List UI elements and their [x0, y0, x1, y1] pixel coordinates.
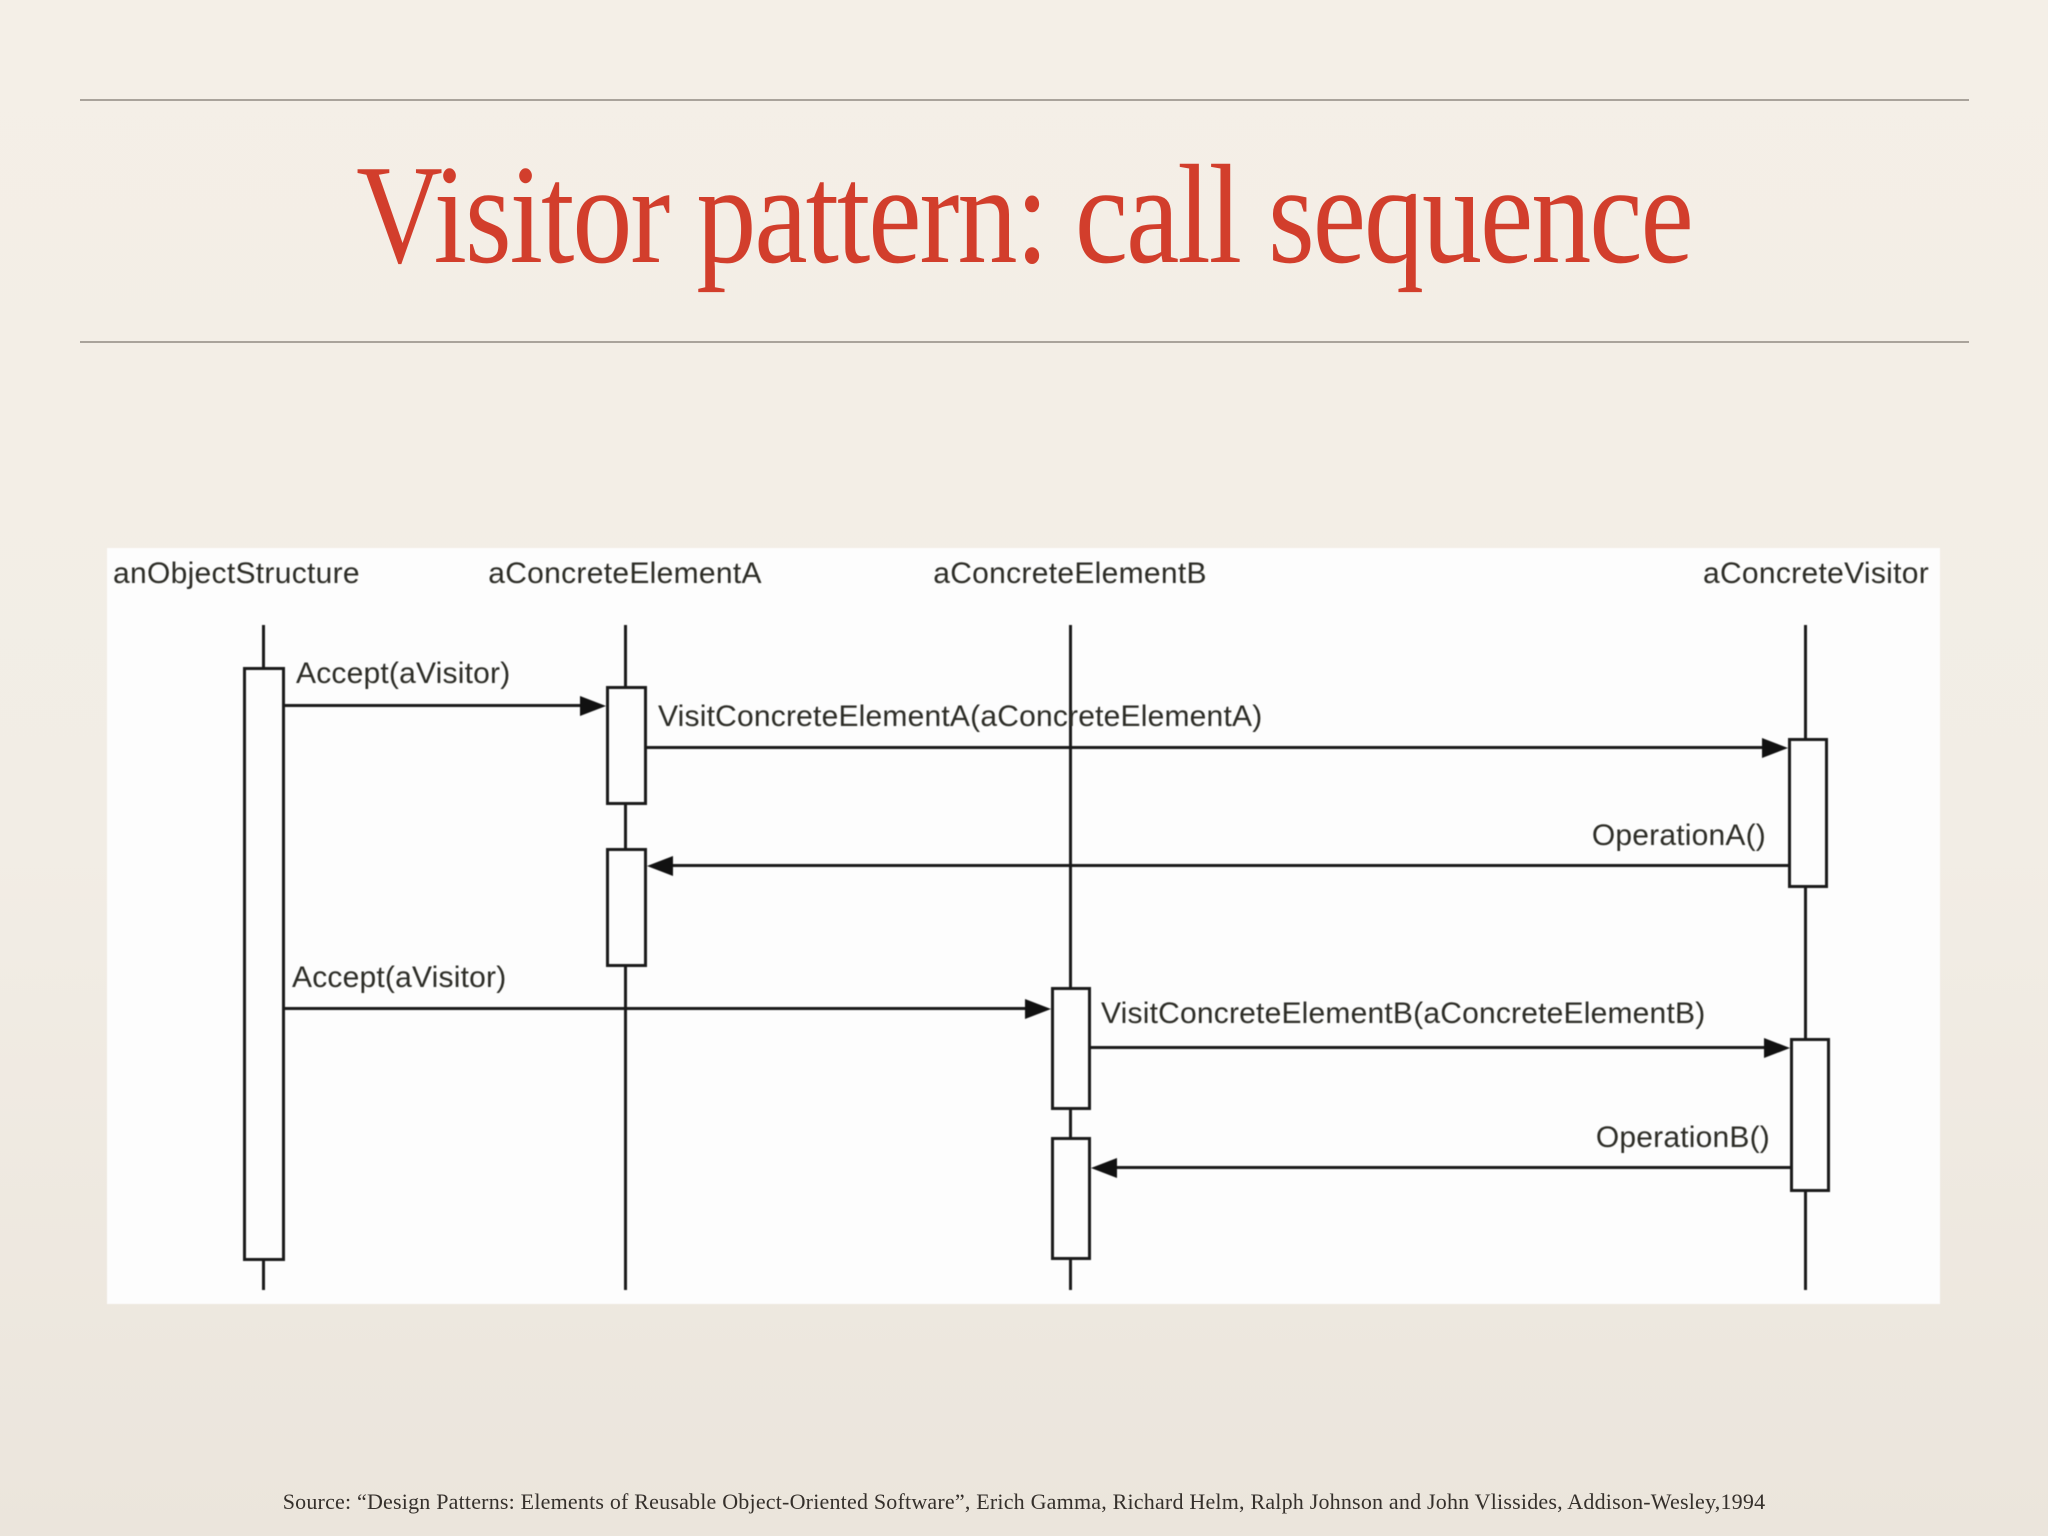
arrowhead-left-icon: [647, 856, 673, 876]
arrowhead-right-icon: [1025, 999, 1051, 1019]
lifeline-visitor: [1804, 625, 1807, 1290]
message-label-visit-element-b: VisitConcreteElementB(aConcreteElementB): [1101, 997, 1706, 1030]
activation-element-b-1: [1051, 987, 1091, 1110]
message-label-operation-b: OperationB(): [1595, 1121, 1770, 1154]
message-label-accept-a: Accept(aVisitor): [296, 657, 511, 690]
message-label-operation-a: OperationA(): [1591, 819, 1766, 852]
top-divider: [80, 99, 1969, 101]
arrowhead-right-icon: [1762, 738, 1788, 758]
activation-visitor-2: [1790, 1038, 1830, 1192]
lifeline-label-visitor: aConcreteVisitor: [1702, 557, 1929, 590]
arrowhead-right-icon: [580, 696, 606, 716]
lifeline-label-object-structure: anObjectStructure: [113, 557, 360, 590]
source-citation: Source: “Design Patterns: Elements of Re…: [282, 1489, 1766, 1514]
lifeline-label-element-b: aConcreteElementB: [933, 557, 1207, 590]
message-line-operation-b: [1117, 1166, 1790, 1169]
activation-visitor-1: [1788, 738, 1828, 888]
message-line-visit-element-a: [647, 746, 1762, 749]
activation-object-structure: [243, 667, 285, 1261]
message-line-accept-b: [285, 1007, 1025, 1010]
message-label-visit-element-a: VisitConcreteElementA(aConcreteElementA): [658, 700, 1263, 733]
message-line-accept-a: [285, 704, 584, 707]
arrowhead-right-icon: [1764, 1038, 1790, 1058]
arrowhead-left-icon: [1091, 1158, 1117, 1178]
activation-element-a-2: [606, 848, 647, 967]
sequence-diagram: anObjectStructure aConcreteElementA aCon…: [107, 548, 1940, 1304]
title-divider: [80, 341, 1969, 343]
message-label-accept-b: Accept(aVisitor): [292, 961, 507, 994]
lifeline-element-b: [1069, 625, 1072, 1290]
lifeline-label-element-a: aConcreteElementA: [488, 557, 762, 590]
activation-element-b-2: [1051, 1137, 1091, 1260]
message-line-visit-element-b: [1091, 1046, 1768, 1049]
activation-element-a-1: [606, 686, 647, 805]
message-line-operation-a: [673, 864, 1788, 867]
slide-title: Visitor pattern: call sequence: [356, 135, 1694, 293]
